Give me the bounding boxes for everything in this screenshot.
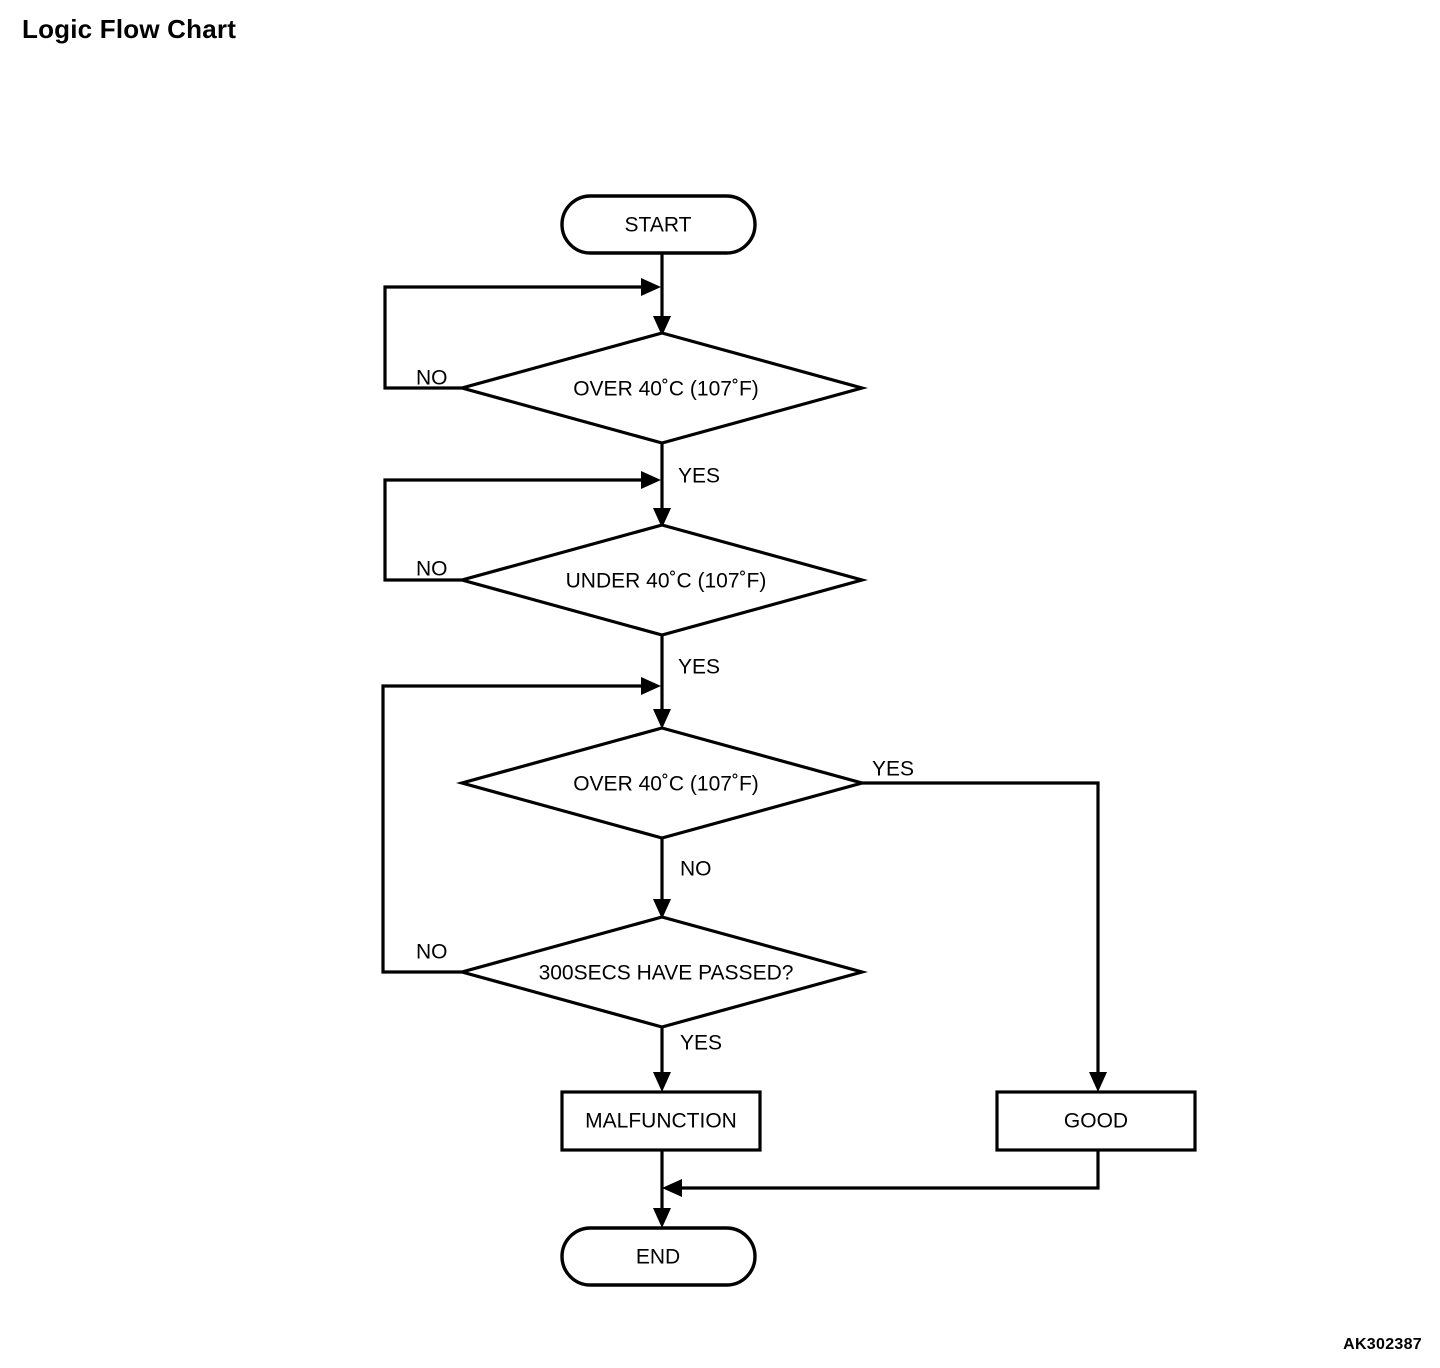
node-end[interactable]: [560, 1226, 757, 1287]
node-decision1[interactable]: [455, 331, 869, 445]
node-start-label: START: [625, 214, 692, 237]
connector-decision3-yes-to-good: [862, 781, 1100, 1083]
arrowhead-into-decision3: [653, 709, 671, 729]
node-malfunction-label: MALFUNCTION: [585, 1110, 737, 1133]
node-decision2[interactable]: [455, 523, 869, 637]
connector-decision4-no-loop: [381, 684, 650, 974]
edge-label-decision1-yes: YES: [678, 465, 720, 488]
arrowhead-into-decision2: [653, 508, 671, 528]
node-decision4[interactable]: [455, 915, 869, 1029]
node-malfunction[interactable]: [560, 1090, 762, 1152]
edge-label-decision4-yes: YES: [680, 1032, 722, 1055]
arrowhead-into-malfunction: [653, 1072, 671, 1092]
edge-label-decision2-yes: YES: [678, 656, 720, 679]
edge-label-decision3-yes: YES: [872, 758, 914, 781]
node-decision3[interactable]: [455, 726, 869, 840]
node-good-label: GOOD: [1064, 1110, 1128, 1133]
edge-label-decision1-no: NO: [416, 367, 448, 390]
arrowhead-into-end: [653, 1208, 671, 1228]
connector-decision2-no-loop: [383, 478, 650, 582]
node-end-label: END: [636, 1246, 680, 1269]
edge-label-decision3-no: NO: [680, 858, 712, 881]
node-decision4-label: 300SECS HAVE PASSED?: [539, 962, 794, 985]
node-good[interactable]: [995, 1090, 1197, 1152]
node-decision2-label: UNDER 40˚C (107˚F): [566, 570, 767, 593]
arrowhead-decision2-no-loop: [641, 471, 661, 489]
arrowhead-decision4-no-loop: [641, 677, 661, 695]
page-title: Logic Flow Chart: [22, 14, 237, 44]
arrowhead-into-good: [1089, 1072, 1107, 1092]
arrowhead-good-merge: [662, 1179, 682, 1197]
edge-label-decision2-no: NO: [416, 558, 448, 581]
node-decision3-label: OVER 40˚C (107˚F): [573, 773, 759, 796]
arrowhead-into-decision4: [653, 899, 671, 919]
node-decision1-label: OVER 40˚C (107˚F): [573, 378, 759, 401]
arrowhead-decision1-no-loop: [641, 278, 661, 296]
figure-code-label: AK302387: [1343, 1336, 1422, 1353]
connector-decision1-no-loop: [383, 285, 650, 390]
arrowhead-into-decision1: [653, 316, 671, 336]
connector-good-to-end-merge: [673, 1150, 1100, 1190]
edge-label-decision4-no: NO: [416, 941, 448, 964]
node-start[interactable]: [560, 194, 757, 255]
